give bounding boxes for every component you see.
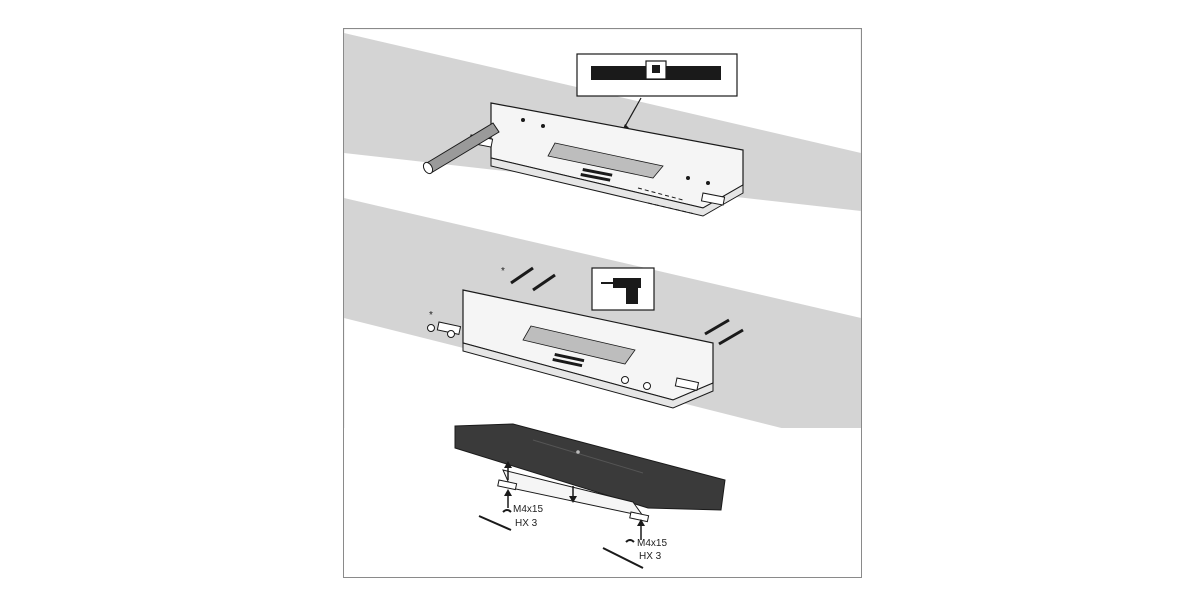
step-3-soundbar-mounting: M4x15 HX 3 M4x15 HX 3 <box>454 423 726 569</box>
callout-arrow <box>622 97 642 131</box>
wall-bracket-mounted <box>436 289 714 409</box>
fastener-group-1: M4x15 HX 3 <box>478 504 543 531</box>
hex-key-icon <box>602 547 644 569</box>
step-2-bracket-screwing: * * <box>427 266 744 409</box>
spirit-level-icon <box>576 53 738 97</box>
wall-anchors <box>510 266 744 346</box>
screw-spec-label: M4x15 <box>513 504 543 515</box>
mounting-arrows <box>504 461 645 540</box>
power-drill-icon <box>591 267 655 311</box>
screw-icon <box>502 509 512 513</box>
hex-key-label: HX 3 <box>515 518 538 529</box>
pencil-icon <box>422 122 500 175</box>
instruction-diagram: * * M4x15 HX 3 <box>343 28 862 578</box>
fastener-group-2: M4x15 HX 3 <box>602 538 667 569</box>
screw-icon <box>625 539 635 543</box>
asterisk-mark: * <box>501 266 505 277</box>
step-1-bracket-leveling <box>422 53 744 217</box>
screw-spec-label: M4x15 <box>637 538 667 549</box>
screws <box>427 324 651 390</box>
wall-bracket <box>468 102 744 217</box>
asterisk-mark: * <box>429 310 433 321</box>
hex-key-icon <box>478 515 512 531</box>
hex-key-label: HX 3 <box>639 551 662 562</box>
soundbar-icon <box>454 423 726 511</box>
